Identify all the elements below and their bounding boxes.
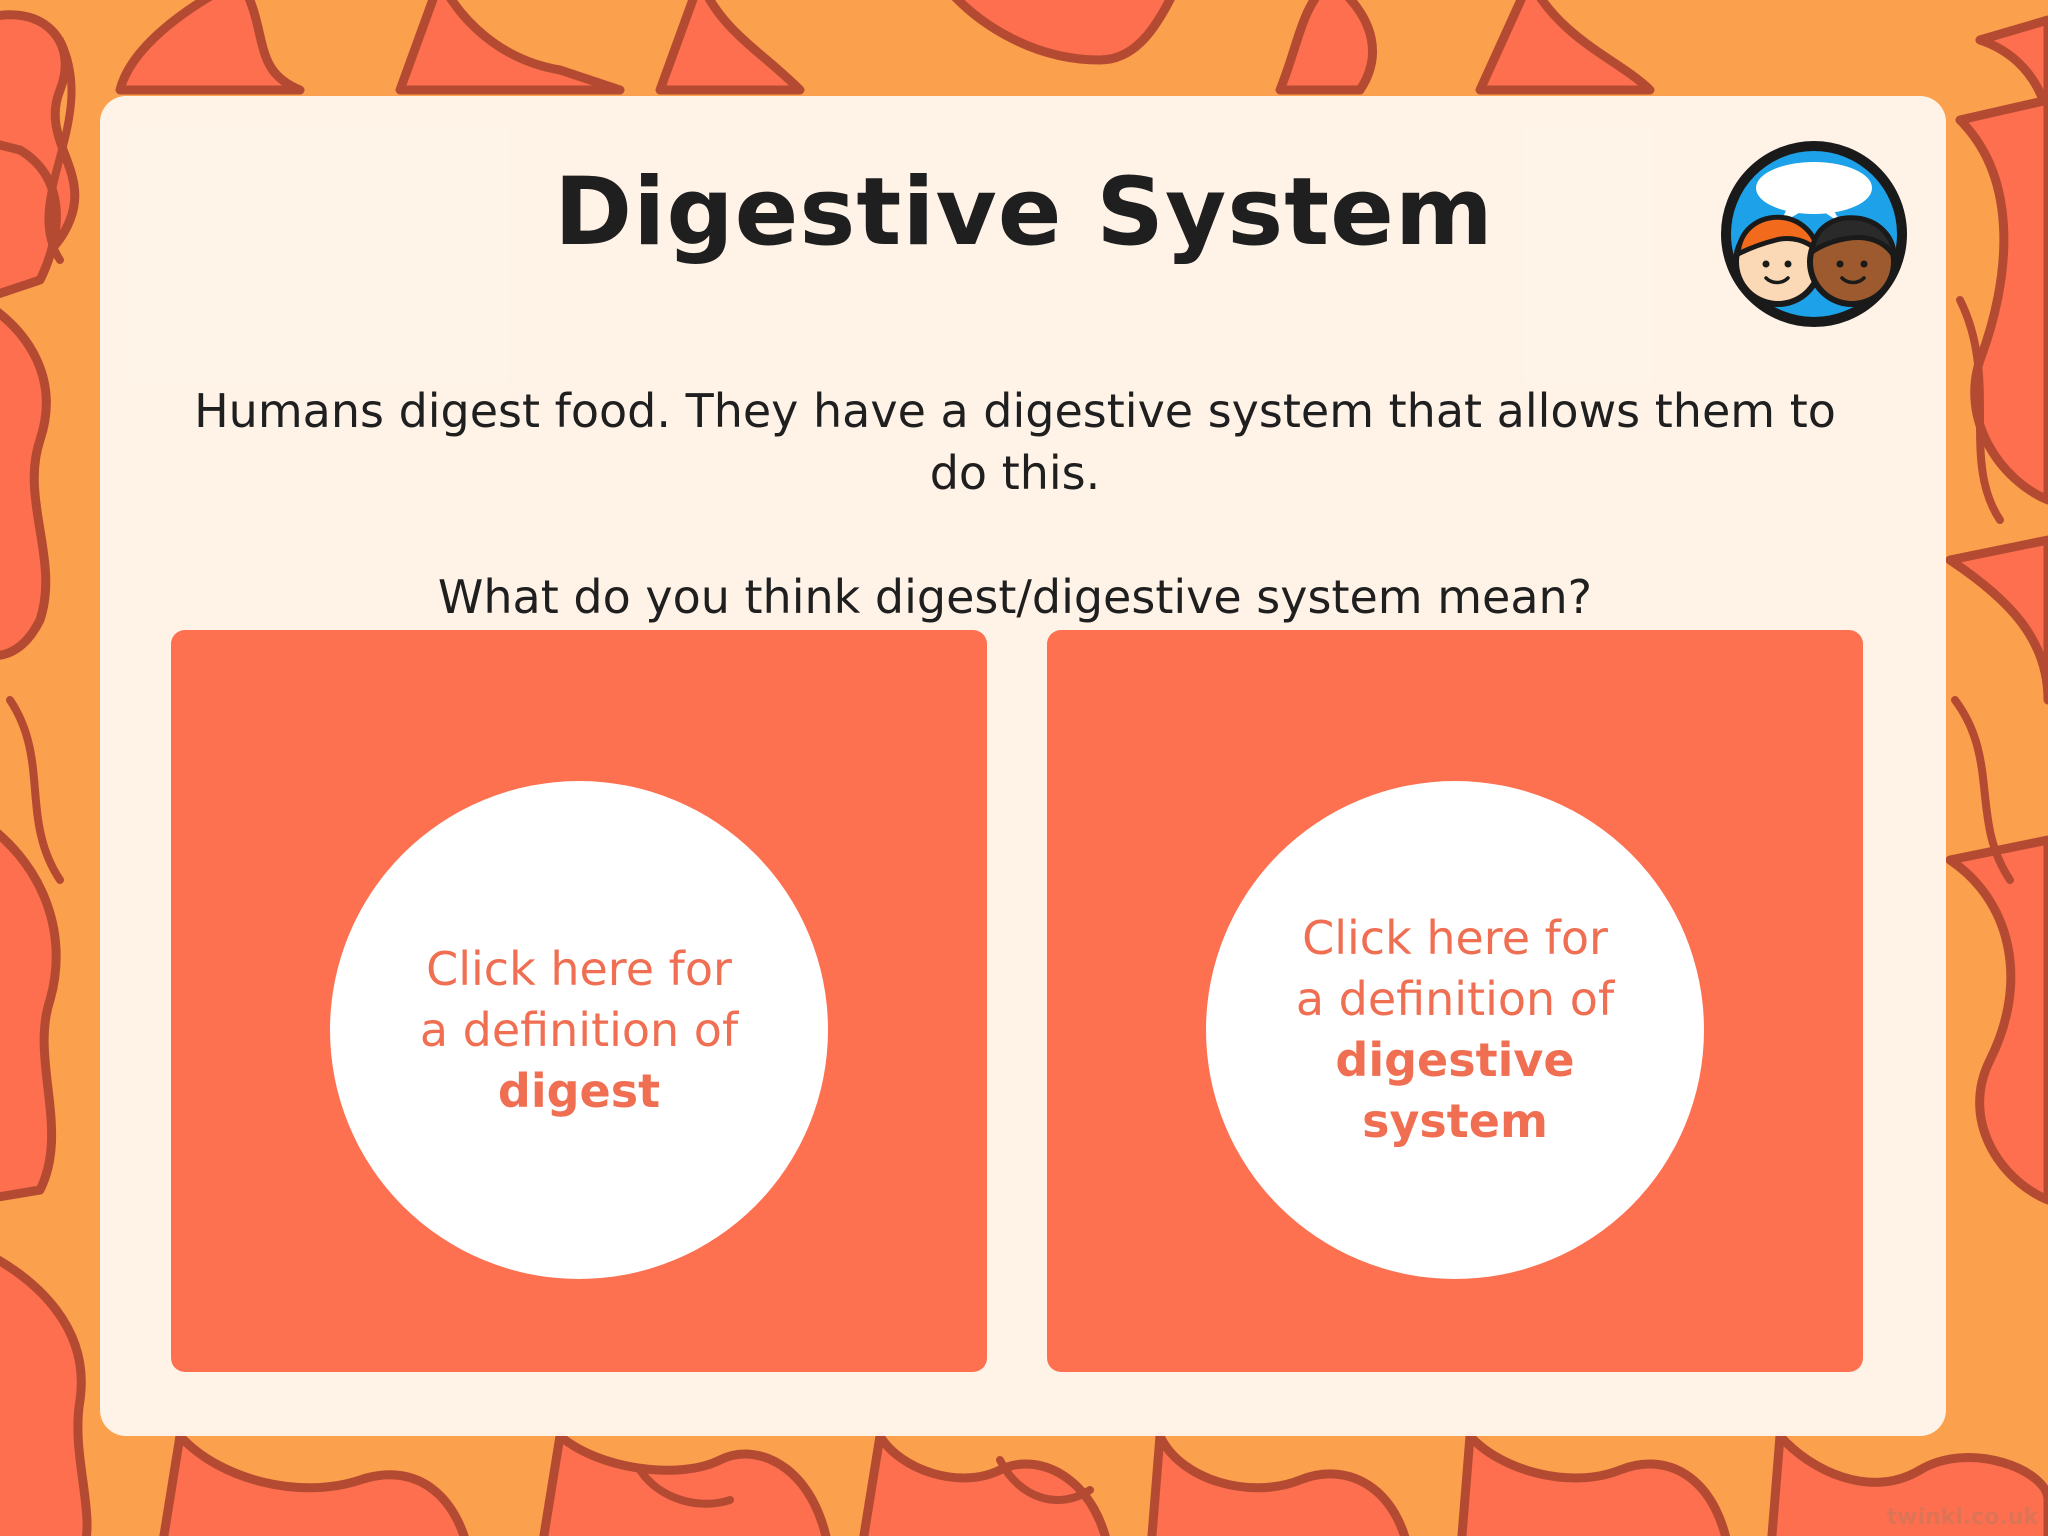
definition-prompt: Click here for a definition of [1295,911,1615,1026]
definition-card-digest: Click here for a definition of digest [171,630,987,1372]
question-text: What do you think digest/digestive syste… [437,570,1593,624]
definition-button-digest[interactable]: Click here for a definition of digest [330,781,828,1279]
definition-button-label: Click here for a definition of digest [414,939,744,1122]
intro-text: Humans digest food. They have a digestiv… [194,384,1836,500]
definition-term: digest [497,1063,661,1118]
definition-card-digestive-system: Click here for a definition of digestive… [1047,630,1863,1372]
talking-partners-icon [1721,141,1907,327]
definition-prompt: Click here for a definition of [419,941,739,1057]
definition-button-digestive-system[interactable]: Click here for a definition of digestive… [1206,781,1704,1279]
definition-button-label: Click here for a definition of digestive… [1290,908,1620,1152]
watermark: twinkl.co.uk [1886,1505,2038,1530]
page-title: Digestive System [554,158,1494,267]
definition-term: digestive system [1335,1033,1575,1148]
